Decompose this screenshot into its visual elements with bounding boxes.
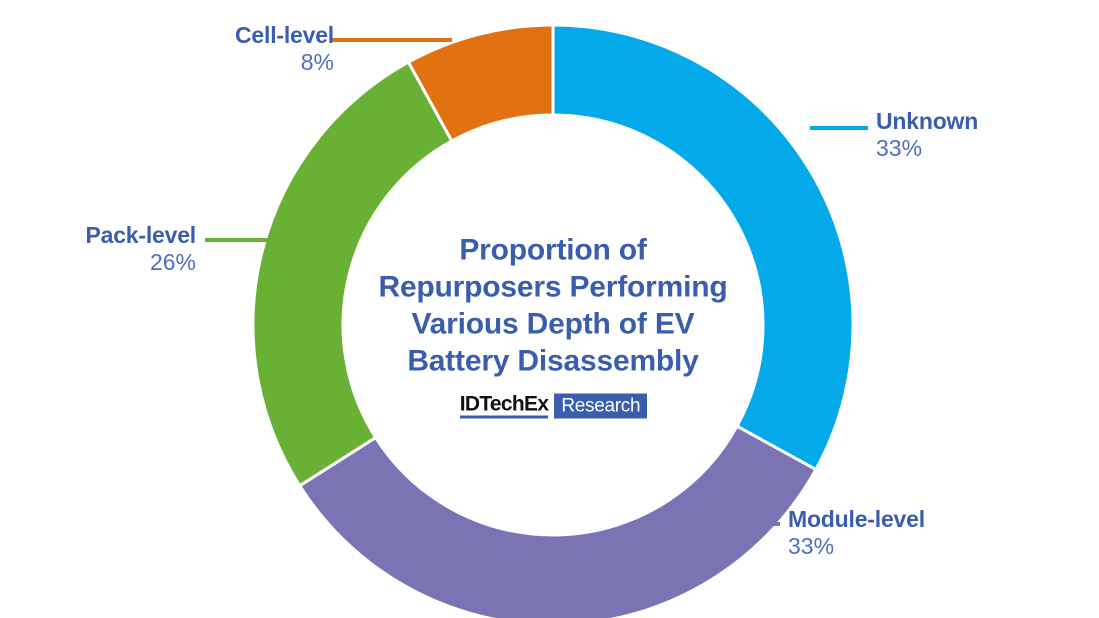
- donut-segments: [251, 23, 855, 618]
- donut-slice-module[interactable]: [297, 424, 818, 618]
- donut-slice-cell[interactable]: [406, 23, 555, 144]
- callout-leader-lines: [205, 38, 868, 526]
- donut-slice-unknown[interactable]: [551, 23, 855, 472]
- donut-slice-pack[interactable]: [251, 60, 454, 488]
